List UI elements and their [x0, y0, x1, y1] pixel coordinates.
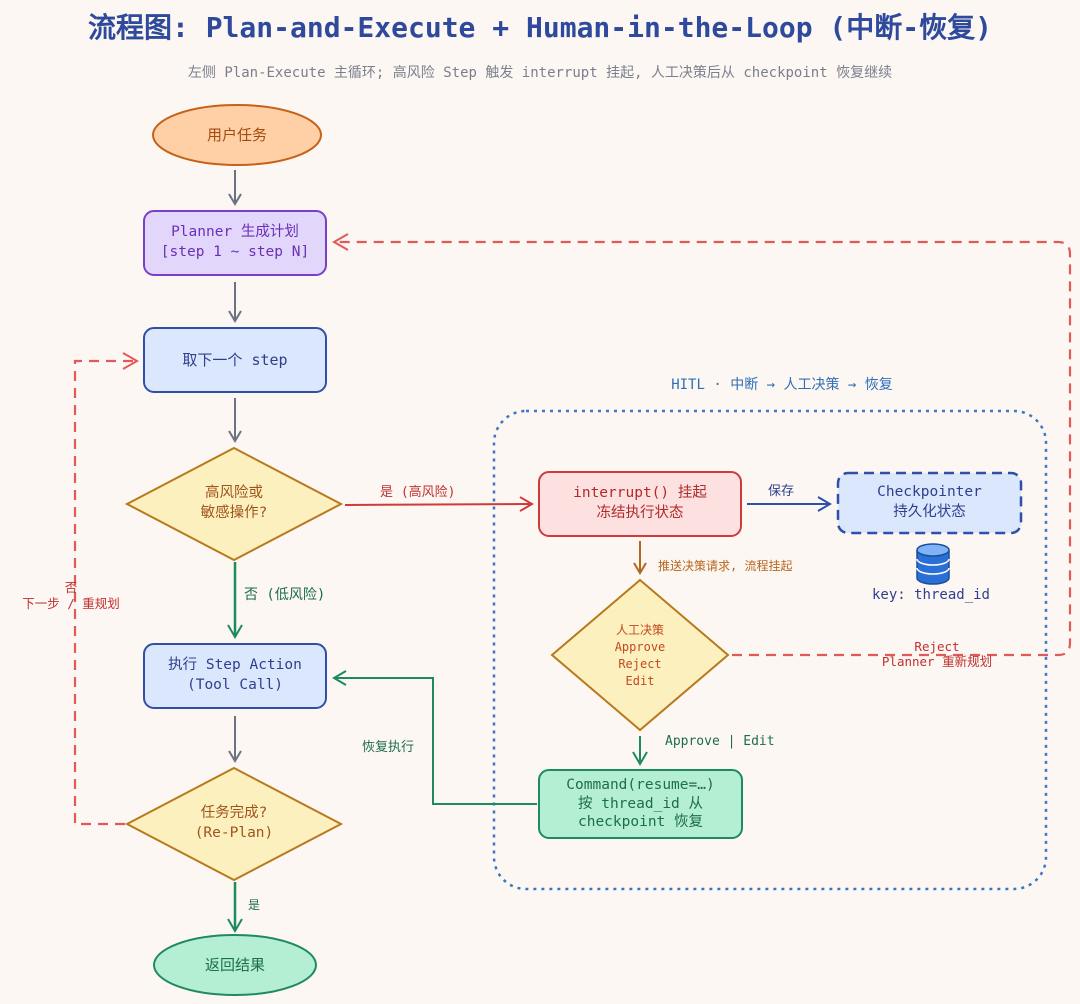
decision-label-2: Approve	[614, 640, 666, 655]
interrupt-node-shape	[538, 471, 742, 537]
decision-label-4: Edit	[625, 673, 655, 688]
human-decision-shape	[550, 578, 730, 732]
not-done-label-2: 下一步 / 重规划	[22, 595, 120, 611]
user-task-node-shape	[152, 104, 322, 166]
interrupt-node: interrupt() 挂起 冻结执行状态	[539, 472, 741, 536]
page-subtitle: 左侧 Plan-Execute 主循环; 高风险 Step 触发 interru…	[187, 65, 893, 81]
command-node: Command(resume=…) 按 thread_id 从 checkpoi…	[539, 770, 742, 838]
not-done-label-1: 否	[64, 580, 78, 595]
command-node-shape	[538, 769, 743, 839]
interrupt-label-1: interrupt() 挂起	[573, 485, 707, 502]
done-label-2: (Re-Plan)	[194, 825, 274, 841]
arrow-resume-exec	[332, 670, 537, 805]
next-step-node: 取下一个 step	[144, 328, 326, 392]
user-task-node: 用户任务	[153, 105, 321, 165]
reject-label-1: Reject	[914, 639, 960, 654]
edge-label-yes-high-risk: 是 (高风险)	[380, 485, 456, 500]
command-label-2: 按 thread_id 从	[577, 795, 704, 812]
return-result-node: 返回结果	[154, 935, 316, 995]
edge-label-resume-exec: 恢复执行	[362, 740, 415, 755]
command-label-3: checkpoint 恢复	[577, 814, 704, 831]
execute-node-shape	[143, 643, 327, 709]
execute-label-1: 执行 Step Action	[168, 657, 302, 674]
planner-label-1: Planner 生成计划	[171, 224, 299, 241]
edge-label-done-yes: 是	[248, 898, 261, 912]
checkpointer-label-2: 持久化状态	[893, 504, 966, 520]
done-decision-shape	[124, 766, 344, 882]
decision-label-3: Reject	[618, 657, 662, 671]
hitl-group-label: HITL · 中断 → 人工决策 → 恢复	[671, 377, 893, 393]
execute-label-2: (Tool Call)	[186, 677, 284, 693]
interrupt-label-2: 冻结执行状态	[596, 505, 684, 521]
dashed-reject-replan	[331, 233, 1072, 657]
risk-label-1: 高风险或	[205, 485, 263, 502]
checkpointer-key-label: key: thread_id	[871, 587, 990, 603]
hitl-group-border	[492, 409, 1048, 891]
database-icon	[916, 543, 950, 585]
checkpointer-label-1: Checkpointer	[877, 484, 982, 501]
planner-label-2: [step 1 ~ step N]	[160, 244, 310, 260]
edge-label-push-request: 推送决策请求, 流程挂起	[658, 559, 793, 573]
next-step-node-shape	[143, 327, 327, 393]
risk-decision-node: 高风险或 敏感操作?	[160, 474, 308, 534]
edge-label-not-done: 否 下一步 / 重规划	[6, 580, 136, 611]
human-decision-node: 人工决策 Approve Reject Edit	[585, 618, 695, 694]
done-decision-node: 任务完成? (Re-Plan)	[160, 794, 308, 854]
execute-node: 执行 Step Action (Tool Call)	[144, 644, 326, 708]
planner-node: Planner 生成计划 [step 1 ~ step N]	[144, 211, 326, 275]
decision-label-1: 人工决策	[615, 623, 664, 638]
dashed-loop-next-step	[73, 352, 140, 826]
edge-label-approve-edit: Approve | Edit	[665, 734, 775, 749]
page-title: 流程图: Plan-and-Execute + Human-in-the-Loo…	[87, 11, 992, 44]
user-task-label: 用户任务	[206, 125, 267, 144]
command-label-1: Command(resume=…)	[566, 776, 715, 793]
planner-node-shape	[143, 210, 327, 276]
checkpointer-node: Checkpointer 持久化状态	[838, 473, 1021, 533]
checkpointer-node-shape	[836, 471, 1023, 535]
risk-label-2: 敏感操作?	[200, 505, 268, 521]
return-result-node-shape	[153, 934, 317, 996]
next-step-label: 取下一个 step	[182, 350, 288, 369]
edge-label-reject: Reject Planner 重新规划	[862, 639, 1012, 669]
done-label-1: 任务完成?	[200, 805, 268, 822]
edge-label-no-low-risk: 否 (低风险)	[244, 587, 326, 603]
return-result-label: 返回结果	[204, 955, 265, 974]
arrow-risk-yes	[344, 496, 534, 512]
risk-decision-shape	[124, 446, 344, 562]
reject-label-2: Planner 重新规划	[881, 654, 993, 669]
edge-label-save: 保存	[768, 484, 795, 499]
